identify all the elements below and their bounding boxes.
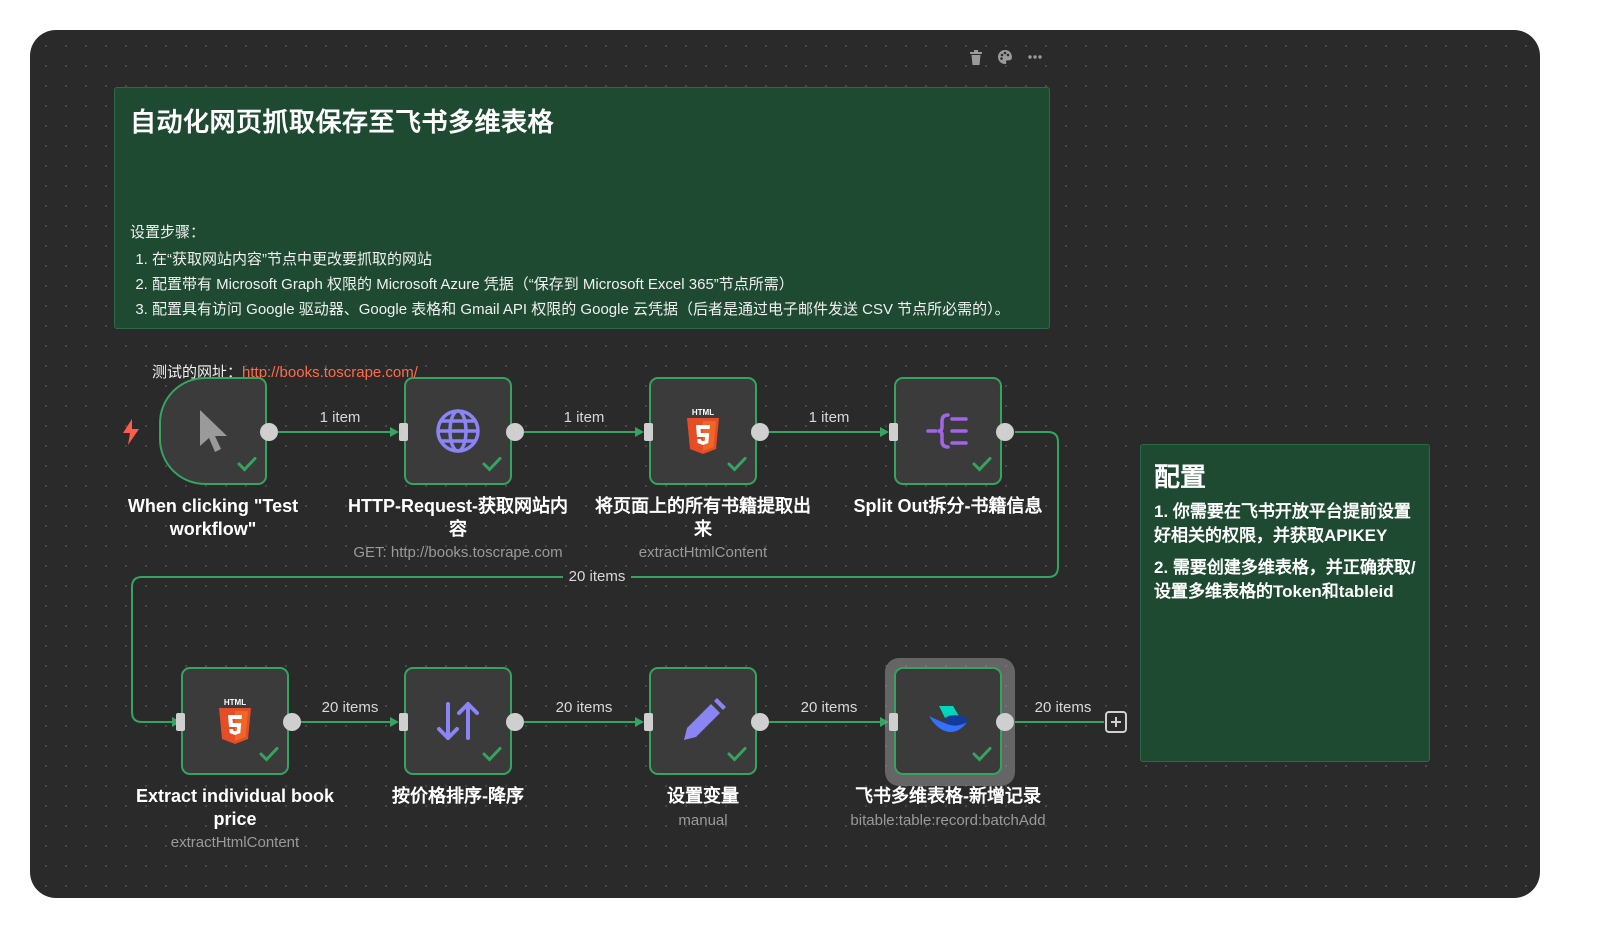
success-check-icon [482,456,502,477]
edge-label: 20 items [321,699,379,716]
palette-icon[interactable] [995,47,1015,67]
test-url-row: 测试的网址：http://books.toscrape.com/ [152,361,418,382]
html-badge-text: HTML [692,408,714,417]
input-handle[interactable] [399,713,408,731]
arrow-head [635,427,644,437]
input-handle[interactable] [644,713,653,731]
step-item: 配置具有访问 Google 驱动器、Google 表格和 Gmail API 权… [152,298,1042,321]
output-handle[interactable] [283,713,301,731]
steps-heading: 设置步骤： [130,224,206,241]
node-trigger[interactable] [159,377,267,485]
output-handle[interactable] [260,423,278,441]
sort-icon [436,700,480,742]
node-subtitle: bitable:table:record:batchAdd [850,812,1046,829]
node-label: When clicking "Test workflow" [127,496,299,539]
input-handle[interactable] [176,713,185,731]
note-title: 自动化网页抓取保存至飞书多维表格 [130,107,555,137]
node-subtitle: extractHtmlContent [638,544,768,561]
success-check-icon [727,746,747,767]
node-label: 将页面上的所有书籍提取出来 [595,496,811,539]
output-handle[interactable] [506,713,524,731]
edge-label: 20 items [1034,699,1092,716]
node-extract-books[interactable]: HTML [649,377,757,485]
step-item: 配置带有 Microsoft Graph 权限的 Microsoft Azure… [152,273,1042,296]
test-url-link[interactable]: http://books.toscrape.com/ [242,364,418,381]
output-handle[interactable] [996,423,1014,441]
step-item: 在“获取网站内容”节点中更改要抓取的网站 [152,248,1042,271]
sticky-note-config[interactable]: 配置 1. 你需要在飞书开放平台提前设置好相关的权限，并获取APIKEY 2. … [1140,444,1430,762]
pencil-icon [680,698,726,744]
node-label: 按价格排序-降序 [392,786,524,806]
node-label: 飞书多维表格-新增记录 [855,786,1041,806]
success-check-icon [259,746,279,767]
success-check-icon [972,746,992,767]
edge-label: 1 item [563,409,605,426]
plus-icon [1111,717,1121,727]
node-http-request[interactable] [404,377,512,485]
edge-label: 20 items [800,699,858,716]
workflow-canvas[interactable]: 自动化网页抓取保存至飞书多维表格 设置步骤： 在“获取网站内容”节点中更改要抓取… [30,30,1540,898]
input-handle[interactable] [889,713,898,731]
node-label: Split Out拆分-书籍信息 [853,496,1043,516]
html5-icon: HTML [685,407,721,455]
edge-label: 1 item [808,409,850,426]
success-check-icon [972,456,992,477]
node-label: Extract individual book price [135,786,335,829]
steps-list: 在“获取网站内容”节点中更改要抓取的网站 配置带有 Microsoft Grap… [130,248,1042,323]
html-badge-text: HTML [224,698,246,707]
node-subtitle: manual [678,812,728,829]
globe-icon [435,408,481,454]
success-check-icon [237,456,257,477]
more-icon[interactable] [1025,47,1045,67]
arrow-head [880,427,889,437]
input-handle[interactable] [644,423,653,441]
add-node-button[interactable] [1105,711,1127,733]
output-handle[interactable] [751,713,769,731]
config-item: 1. 你需要在飞书开放平台提前设置好相关的权限，并获取APIKEY [1154,502,1411,545]
feishu-icon [927,704,969,738]
cursor-icon [196,408,230,454]
split-icon [926,411,970,451]
node-sort[interactable] [404,667,512,775]
edge-label: 20 items [555,699,613,716]
success-check-icon [482,746,502,767]
output-handle[interactable] [506,423,524,441]
edge-label: 1 item [319,409,361,426]
input-handle[interactable] [399,423,408,441]
sticky-note-instructions[interactable]: 自动化网页抓取保存至飞书多维表格 设置步骤： 在“获取网站内容”节点中更改要抓取… [114,87,1050,381]
output-handle[interactable] [751,423,769,441]
arrow-head [880,717,889,727]
node-subtitle: GET: http://books.toscrape.com [353,544,563,561]
arrow-head [635,717,644,727]
node-extract-price[interactable]: HTML [181,667,289,775]
config-item: 2. 需要创建多维表格，并正确获取/设置多维表格的Token和tableid [1154,558,1416,601]
arrow-head [390,427,399,437]
test-url-label: 测试的网址： [152,364,243,381]
node-label: HTTP-Request-获取网站内容 [348,496,568,539]
input-handle[interactable] [889,423,898,441]
html5-icon: HTML [217,697,253,745]
success-check-icon [727,456,747,477]
arrow-head [390,717,399,727]
config-title: 配置 [1154,462,1207,492]
trigger-bolt-icon [122,419,140,450]
node-set-variables[interactable] [649,667,757,775]
node-split-out[interactable] [894,377,1002,485]
node-subtitle: extractHtmlContent [170,834,300,851]
edge-label: 20 items [563,568,631,585]
node-label: 设置变量 [667,786,739,806]
node-feishu-bitable[interactable] [894,667,1002,775]
output-handle[interactable] [996,713,1014,731]
trash-icon[interactable] [966,47,986,67]
